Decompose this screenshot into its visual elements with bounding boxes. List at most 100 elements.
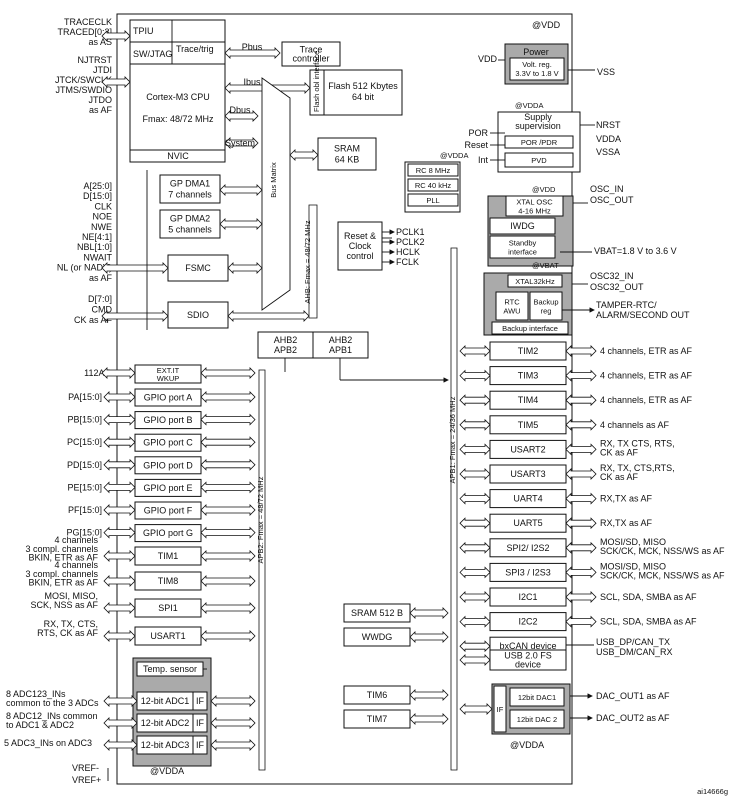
bus-matrix-label: Bus Matrix [269, 162, 278, 198]
gpio-port-g-block-label: GPIO port G [143, 528, 193, 538]
apb1-periph-2-block-label: TIM3 [518, 371, 539, 381]
adc-vdda-label: @VDDA [150, 766, 184, 776]
rc8-block-label: RC 8 MHz [416, 166, 451, 175]
apb1-periph-5-pin-line-2: CK as AF [600, 447, 639, 457]
dac2-pin-label: DAC_OUT2 as AF [596, 713, 670, 723]
usart1-pin-arrow [103, 630, 136, 642]
spi1-bus-arrow [200, 602, 256, 614]
exti-block-label-1: EXT.IT [157, 366, 180, 375]
flash-obl-label: Flash obl interface [312, 51, 321, 112]
dac1-pin-label: DAC_OUT1 as AF [596, 691, 670, 701]
flash-label-line-2: 64 bit [352, 92, 375, 102]
power-title: Power [523, 47, 549, 57]
apb1-periph-3-pin-arrow [565, 394, 597, 407]
dac1-block [509, 687, 565, 707]
rc40-block-label: RC 40 kHz [415, 181, 452, 190]
apb1-periph-13-bus-arrow [459, 640, 491, 653]
xtal-osc-block-label-1: XTAL OSC [516, 198, 553, 207]
apb1-periph-2-pin-line-1: 4 channels, ETR as AF [600, 371, 693, 381]
tim1-pin-line-3: BKIN, ETR as AF [28, 553, 98, 563]
jtag-pin-line-5: JTDO [89, 95, 113, 105]
gpio-port-b-block-label: GPIO port B [143, 415, 192, 425]
jtag-pin-line-6: as AF [89, 105, 113, 115]
clock-fclk-label: FCLK [396, 257, 419, 267]
dac2-block-label: 12bit DAC 2 [517, 715, 557, 724]
iwdg-block-label: IWDG [510, 221, 535, 231]
gpio-port-a-block-label: GPIO port A [144, 393, 193, 403]
osc-pin-line-2: OSC_OUT [590, 195, 634, 205]
sram-block [317, 137, 377, 171]
gp-dma1-block-label-2: 7 channels [168, 190, 212, 200]
apb1-periph-9-pin-line-2: SCK/CK, MCK, NSS/WS as AF [600, 546, 725, 556]
dac-if-block-label: IF [497, 705, 504, 714]
tim8-pin-line-3: BKIN, ETR as AF [28, 578, 98, 588]
dma2-arrow [219, 218, 263, 230]
port-c-pin-label: PC[15:0] [67, 437, 102, 447]
apb1-periph-5-block-label: USART2 [510, 444, 545, 454]
gpio-port-c-block-label: GPIO port C [143, 438, 193, 448]
port-e-pin-label: PE[15:0] [67, 482, 102, 492]
exti-block-label-2: WKUP [157, 374, 180, 383]
apb1-periph-6-pin-line-1: RX, TX, CTS,RTS, [600, 463, 675, 473]
vssa-pin-label: VSSA [596, 147, 620, 157]
apb1-periph-1-block-label: TIM2 [518, 346, 539, 356]
apb1-periph-8-bus-arrow [459, 517, 491, 530]
vdda-pin-label: VDDA [596, 134, 621, 144]
apb1-periph-9-pin-arrow [565, 541, 597, 554]
usb-block-label-2: device [515, 660, 541, 670]
system-label: System [225, 138, 255, 148]
xtal-vdd-label: @VDD [532, 185, 556, 194]
sram512-block-label: SRAM 512 B [351, 608, 403, 618]
jtag-pin-line-1: NJTRST [78, 55, 113, 65]
port-b-pin-arrow [103, 413, 136, 426]
fsmc-pin-line-1: A[25:0] [83, 181, 112, 191]
backup-reg-block-label-2: reg [541, 307, 552, 316]
usb-block [489, 649, 567, 671]
nvic-label: NVIC [167, 151, 189, 161]
spi1-pin-arrow [103, 602, 136, 614]
iwdg-block [489, 217, 556, 235]
sdio-block [167, 301, 229, 329]
adc3-if-label [192, 735, 208, 755]
apb1-periph-3-bus-arrow [459, 394, 491, 407]
tim1-pin-line-1: 4 channels [54, 535, 98, 545]
rtc-block-label-2: AWU [503, 307, 520, 316]
apb1-periph-4-bus-arrow [459, 418, 491, 431]
adc2-pin-line-2: to ADC1 & ADC2 [6, 720, 74, 730]
trace-controller-block [281, 41, 341, 67]
dbus-label: Dbus [229, 105, 251, 115]
supervision-vdda-label: @VDDA [515, 101, 543, 110]
port-c-pin-arrow [103, 436, 136, 449]
volt-reg-block [509, 57, 565, 81]
ahb-bus-label: AHB: Fmax = 48/72 MHz [303, 220, 312, 303]
trace-trig-label: Trace/trig [176, 44, 214, 54]
supply-supervision-label-line-1: Supply [524, 112, 552, 122]
backup-reg-block-label-1: Backup [533, 298, 558, 307]
reset-clock-block-label-3: control [346, 251, 373, 261]
flash-block [323, 69, 403, 116]
apb1-periph-4-pin-line-1: 4 channels as AF [600, 420, 670, 430]
tim1-bus-arrow [200, 550, 256, 562]
pbus-arrow [224, 47, 281, 59]
apb1-periph-1-pin-arrow [565, 345, 597, 357]
apb1-periph-6-pin-arrow [565, 468, 597, 480]
exti-bus-arrow [200, 367, 256, 379]
apb1-periph-7-pin-arrow [565, 492, 597, 505]
trace-pin-line-1: TRACECLK [64, 17, 112, 27]
tim6-block-label: TIM6 [367, 690, 388, 700]
gp-dma1-block-label-1: GP DMA1 [170, 179, 210, 189]
gpio-port-e-block-label: GPIO port E [143, 483, 192, 493]
xtal32-block [507, 274, 563, 288]
apb1-periph-12-bus-arrow [459, 615, 491, 628]
reset-clock-block-label-1: Reset & [344, 231, 376, 241]
adc1-pin-line-2: common to the 3 ADCs [6, 698, 99, 708]
apb1-periph-1-pin-line-1: 4 channels, ETR as AF [600, 346, 693, 356]
apb1-periph-12-pin-arrow [565, 615, 597, 628]
vref-plus-label: VREF+ [72, 775, 101, 785]
dac2-block [509, 709, 565, 729]
xtal-osc-block-label-2: 4-16 MHz [518, 207, 551, 216]
fsmc-bus-arrow [227, 262, 263, 274]
standby-block-label-2: interface [508, 248, 537, 257]
apb1-periph-9-pin-line-1: MOSI/SD, MISO [600, 537, 666, 547]
fsmc-pin-line-5: NWE [91, 222, 112, 232]
